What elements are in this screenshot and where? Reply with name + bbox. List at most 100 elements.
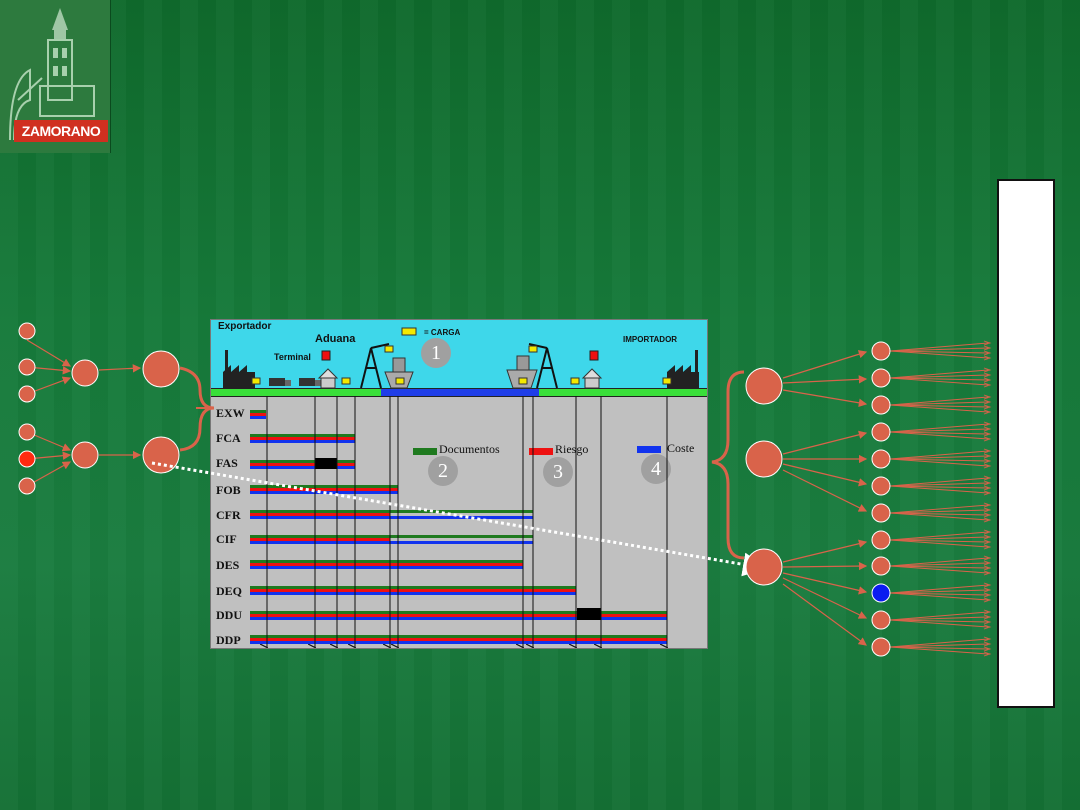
fan-arrowhead: [983, 458, 992, 464]
fan-arrowhead: [983, 614, 992, 620]
fan-arrowhead: [983, 409, 992, 415]
fan-line: [889, 428, 989, 433]
cargo-icons: [251, 327, 672, 385]
fca-coste-bar: [250, 440, 355, 443]
sea-strip: [381, 388, 539, 397]
label-carga: = CARGA: [424, 328, 461, 337]
cfr-documentos-bar: [250, 510, 533, 513]
legend-coste: Coste: [667, 441, 695, 455]
legend-documentos: Documentos: [439, 442, 500, 456]
logo-wordmark: ZAMORANO: [14, 120, 108, 142]
fan-arrowhead: [983, 609, 992, 615]
fan-arrowhead: [983, 355, 992, 361]
highlighted-blue-node: [871, 583, 891, 603]
term-cif: CIF: [216, 532, 237, 546]
fan-arrowhead: [983, 636, 992, 642]
fan-arrowhead: [983, 367, 992, 373]
fob-documentos-bar: [250, 485, 398, 488]
label-exportador: Exportador: [218, 321, 272, 332]
fan-arrowhead: [983, 382, 992, 388]
fan-line: [889, 646, 989, 650]
tower-icon: [9, 8, 95, 141]
ddu-coste-bar: [250, 617, 667, 620]
deq-riesgo-bar: [250, 589, 576, 592]
fan-line: [889, 342, 989, 352]
ddp-riesgo-bar: [250, 638, 667, 641]
fan-arrowhead: [983, 485, 992, 491]
fan-line: [889, 401, 989, 406]
left-mid-nodes: [71, 359, 99, 469]
fan-arrowhead: [983, 587, 992, 593]
fan-arrowhead: [983, 517, 992, 523]
legend-swatch-coste: [637, 446, 661, 453]
fan-arrowhead: [983, 475, 992, 481]
fas-riesgo-bar: [250, 463, 355, 466]
incoterms-panel: Exportador Aduana Terminal = CARGA IMPOR…: [210, 319, 708, 649]
fan-line: [889, 643, 989, 648]
fan-line: [889, 477, 989, 487]
term-deq: DEQ: [216, 584, 243, 598]
fan-line: [889, 512, 989, 521]
fan-arrowhead: [983, 624, 992, 630]
label-terminal: Terminal: [274, 352, 311, 362]
fan-line: [889, 539, 989, 543]
fan-line: [889, 485, 989, 489]
right-small-nodes: [871, 341, 891, 657]
fan-line: [889, 536, 989, 541]
des-riesgo-bar: [250, 563, 523, 566]
ddp-documentos-bar: [250, 635, 667, 638]
fan-arrowhead: [983, 534, 992, 540]
legend-riesgo: Riesgo: [555, 442, 589, 456]
term-ddp: DDP: [216, 633, 241, 647]
fan-arrowhead: [983, 646, 992, 652]
left-input-nodes: [18, 322, 36, 495]
legend-swatch-documentos: [413, 448, 437, 455]
fan-line: [889, 646, 989, 655]
fan-arrowhead: [983, 560, 992, 566]
fan-arrowhead: [983, 555, 992, 561]
fan-line: [889, 485, 989, 494]
fas-customs-block: [315, 458, 337, 469]
fan-line: [889, 616, 989, 621]
sky-area: [211, 320, 707, 388]
fan-arrowhead: [983, 592, 992, 598]
fan-arrowhead: [983, 619, 992, 625]
fan-line: [889, 504, 989, 514]
term-fas: FAS: [216, 456, 238, 470]
number-1: 1: [421, 338, 451, 368]
fan-line: [889, 431, 989, 435]
cfr-riesgo-bar: [250, 513, 390, 516]
fan-line: [889, 404, 989, 408]
label-aduana: Aduana: [315, 333, 356, 345]
ddp-coste-bar: [250, 641, 667, 644]
highlighted-red-node: [18, 450, 36, 468]
ddu-documentos-bar: [250, 611, 667, 614]
fan-arrowhead: [983, 502, 992, 508]
fan-line: [889, 589, 989, 594]
delivery-point-lines: [211, 396, 707, 648]
fan-arrowhead: [983, 399, 992, 405]
fan-arrowhead: [983, 512, 992, 518]
fan-line: [889, 509, 989, 514]
right-large-nodes: [745, 367, 783, 586]
fan-arrowhead: [983, 480, 992, 486]
fan-arrowhead: [983, 404, 992, 410]
right-brace: [711, 370, 745, 560]
exporter-factory-icon: [223, 350, 255, 388]
fan-line: [889, 350, 989, 354]
fca-documentos-bar: [250, 434, 355, 437]
fan-line: [889, 584, 989, 594]
fan-arrowhead: [983, 436, 992, 442]
term-exw: EXW: [216, 406, 245, 420]
fan-arrowhead: [983, 582, 992, 588]
number-3: 3: [543, 457, 573, 487]
fan-arrowhead: [983, 453, 992, 459]
term-ddu: DDU: [216, 608, 242, 622]
fan-line: [889, 423, 989, 433]
fan-line: [889, 562, 989, 567]
fan-arrowhead: [983, 490, 992, 496]
fan-line: [889, 531, 989, 541]
fan-line: [889, 450, 989, 460]
fan-arrowhead: [983, 350, 992, 356]
fan-line: [889, 396, 989, 406]
